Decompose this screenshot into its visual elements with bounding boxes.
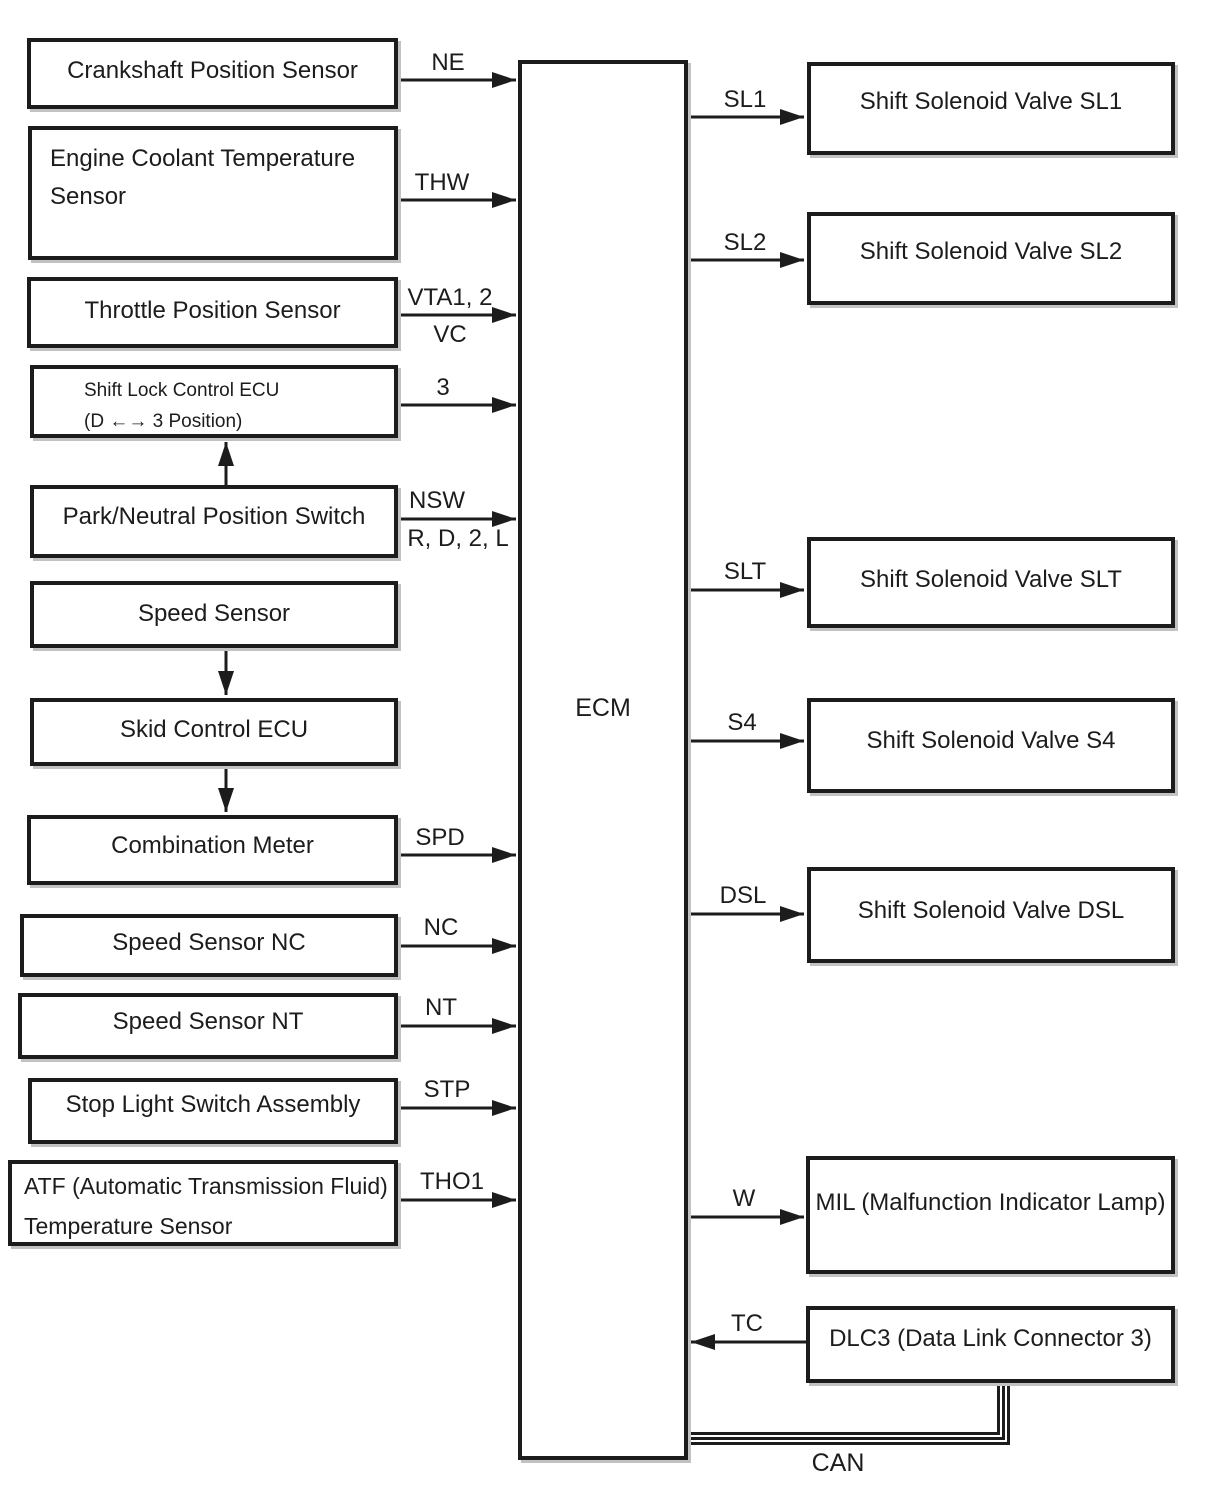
signal-sl2: SL2 <box>723 229 767 256</box>
signal-dsl: DSL <box>719 882 767 909</box>
signal-3: 3 <box>436 374 450 401</box>
box-label: Crankshaft Position Sensor <box>67 57 358 84</box>
signal-thw: THW <box>414 169 470 196</box>
input-box-atf-temperature-sensor: ATF (Automatic Transmission Fluid) Tempe… <box>8 1160 398 1246</box>
output-box-shift-solenoid-valve-dsl: Shift Solenoid Valve DSL <box>807 867 1175 963</box>
box-label: Speed Sensor NT <box>112 1008 304 1035</box>
output-box-mil: MIL (Malfunction Indicator Lamp) <box>806 1156 1175 1274</box>
signal-tc: TC <box>731 1310 763 1337</box>
ecm-label: ECM <box>575 694 631 722</box>
box-label: Speed Sensor NC <box>112 929 306 956</box>
box-label: Combination Meter <box>111 832 314 859</box>
signal-stp: STP <box>423 1076 471 1103</box>
output-box-shift-solenoid-valve-sl1: Shift Solenoid Valve SL1 <box>807 62 1175 155</box>
signal-ne: NE <box>431 49 465 76</box>
box-label: Temperature Sensor <box>24 1213 233 1239</box>
can-bus-label: CAN <box>811 1449 865 1477</box>
can-bus-line <box>688 1383 1000 1435</box>
input-box-park-neutral-position-switch: Park/Neutral Position Switch <box>30 485 398 558</box>
box-label: Skid Control ECU <box>119 716 309 743</box>
box-label: Stop Light Switch Assembly <box>65 1091 361 1118</box>
box-label: Shift Solenoid Valve DSL <box>857 897 1125 924</box>
signal-s4: S4 <box>727 709 757 736</box>
input-box-crankshaft-position-sensor: Crankshaft Position Sensor <box>27 38 398 109</box>
signal-vta: VTA1, 2 <box>407 284 493 311</box>
output-box-shift-solenoid-valve-slt: Shift Solenoid Valve SLT <box>807 537 1175 628</box>
box-label: Sensor <box>50 183 127 210</box>
signal-w: W <box>732 1185 756 1212</box>
signal-tho1: THO1 <box>419 1168 484 1195</box>
box-label: Shift Solenoid Valve SLT <box>860 566 1122 593</box>
input-box-skid-control-ecu: Skid Control ECU <box>30 698 398 766</box>
signal-vc: VC <box>433 321 467 348</box>
box-label: ATF (Automatic Transmission Fluid) <box>24 1173 388 1199</box>
signal-nc: NC <box>423 914 459 941</box>
box-label: Speed Sensor <box>137 600 291 627</box>
box-label: Shift Solenoid Valve S4 <box>866 727 1116 754</box>
signal-nsw: NSW <box>409 487 465 514</box>
output-box-dlc3: DLC3 (Data Link Connector 3) <box>806 1306 1175 1383</box>
signal-sl1: SL1 <box>723 86 767 113</box>
box-label: DLC3 (Data Link Connector 3) <box>829 1325 1152 1352</box>
signal-nt: NT <box>425 994 457 1021</box>
signal-nsw-sub: R, D, 2, L <box>407 525 509 552</box>
input-box-speed-sensor: Speed Sensor <box>30 581 398 648</box>
output-box-shift-solenoid-valve-sl2: Shift Solenoid Valve SL2 <box>807 212 1175 305</box>
output-box-shift-solenoid-valve-s4: Shift Solenoid Valve S4 <box>807 698 1175 793</box>
box-label: Shift Lock Control ECU <box>84 380 280 401</box>
box-label: Shift Solenoid Valve SL2 <box>859 238 1123 265</box>
input-box-speed-sensor-nt: Speed Sensor NT <box>18 993 398 1059</box>
input-box-shift-lock-control-ecu: Shift Lock Control ECU (D ←→ 3 Position) <box>30 365 398 438</box>
input-box-stop-light-switch-assembly: Stop Light Switch Assembly <box>28 1078 398 1144</box>
input-box-engine-coolant-temperature-sensor: Engine Coolant Temperature Sensor <box>28 126 398 260</box>
input-box-speed-sensor-nc: Speed Sensor NC <box>20 914 398 977</box>
box-label: (D ←→ 3 Position) <box>84 411 243 432</box>
box-label: Throttle Position Sensor <box>84 297 341 324</box>
box-label: Engine Coolant Temperature <box>50 145 356 172</box>
signal-slt: SLT <box>723 558 767 585</box>
input-box-throttle-position-sensor: Throttle Position Sensor <box>27 277 398 348</box>
ecm-box: ECM <box>518 60 688 1460</box>
box-label: Park/Neutral Position Switch <box>62 503 366 530</box>
signal-spd: SPD <box>415 824 465 851</box>
box-label: MIL (Malfunction Indicator Lamp) <box>815 1189 1166 1216</box>
can-bus-line <box>688 1383 1005 1440</box>
input-box-combination-meter: Combination Meter <box>27 815 398 885</box>
box-label: Shift Solenoid Valve SL1 <box>859 88 1123 115</box>
can-bus-line <box>688 1383 1010 1445</box>
